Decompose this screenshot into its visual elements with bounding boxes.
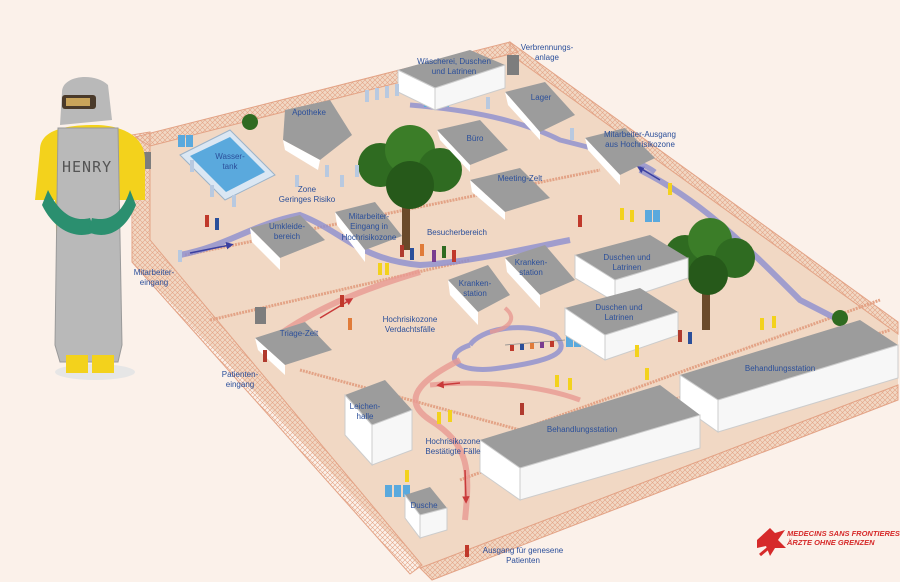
label-triage-zelt: Triage-Zelt: [279, 329, 319, 338]
building-waescherei: [397, 50, 506, 111]
people-ppe: [378, 183, 776, 482]
label-krankenstation-1: Kranken-station: [514, 258, 548, 278]
label-mitarbeitereingang: Mitarbeiter-eingang: [133, 268, 175, 288]
tent-meeting: [470, 168, 550, 220]
henry-name-text: HENRY: [62, 158, 113, 176]
label-behandlungsstation-center: Behandlungsstation: [546, 425, 618, 434]
patient-path-4: [489, 306, 514, 334]
label-apotheke: Apotheke: [292, 108, 326, 117]
label-leichenhalle: Leichen-halle: [349, 402, 381, 422]
tree-right: [665, 218, 755, 330]
people-visitors: [205, 215, 692, 557]
tent-ma-ausgang: [585, 128, 655, 185]
label-dusche: Dusche: [410, 501, 438, 510]
bush-2: [832, 310, 848, 326]
fence-right: [509, 41, 899, 335]
patient-path-arrow: [319, 298, 354, 319]
label-behandlungsstation-right: Behandlungsstation: [744, 364, 816, 373]
msf-logo-text: MEDECINS SANS FRONTIERES ÄRZTE OHNE GREN…: [787, 529, 900, 547]
fence-left: [131, 131, 423, 575]
tent-triage: [255, 322, 332, 375]
incinerator: [507, 55, 519, 75]
building-dusche: [404, 487, 448, 540]
label-meeting-zelt: Meeting-Zelt: [497, 174, 543, 183]
label-krankenstation-2: Kranken-station: [458, 279, 492, 299]
label-wassertank: Wasser-tank: [215, 152, 245, 172]
tent-umkleide: [250, 215, 325, 270]
tent-krankenstation-1: [448, 265, 510, 325]
barrels-left: [178, 135, 193, 147]
label-verbrennungsanlage: Verbrennungs-anlage: [520, 43, 574, 63]
patient-path-2-arrow: [462, 469, 470, 504]
tent-krankenstation-2: [505, 245, 575, 308]
tent-buero: [437, 120, 508, 172]
label-patienteneingang: Patienten-eingang: [221, 370, 259, 390]
fence-inner-2: [209, 258, 471, 322]
patient-path-2: [412, 357, 471, 521]
label-lager: Lager: [530, 93, 552, 102]
building-leichenhalle: [344, 380, 413, 467]
tent-ma-eingang: [335, 202, 402, 262]
label-umkleidebereich: Umkleide-bereich: [268, 222, 305, 242]
bin-triage: [255, 307, 266, 324]
bush-1: [242, 114, 258, 130]
patient-path-3-arrow: [436, 380, 461, 389]
clothesline: [504, 339, 566, 351]
fence-bottom: [419, 384, 899, 581]
building-behandlung-center: [479, 385, 701, 501]
tent-apotheke: [283, 100, 352, 170]
compound-ground: [132, 42, 898, 580]
tent-lager: [505, 82, 575, 140]
label-besucherbereich: Besucherbereich: [426, 228, 488, 237]
people-staff: [178, 84, 574, 262]
label-buero: Büro: [466, 134, 484, 143]
barrels-right: [645, 210, 660, 222]
msf-logo-icon: [757, 528, 786, 557]
building-behandlung-right: [679, 320, 899, 433]
bin-left: [140, 152, 151, 169]
tree-center: [358, 125, 462, 250]
barrels-bottom: [385, 485, 410, 497]
henry-figure: [35, 76, 145, 380]
staff-path-arrow: [189, 242, 234, 254]
staff-path-exit-arrow: [636, 166, 661, 181]
building-duschen-2: [564, 288, 679, 361]
